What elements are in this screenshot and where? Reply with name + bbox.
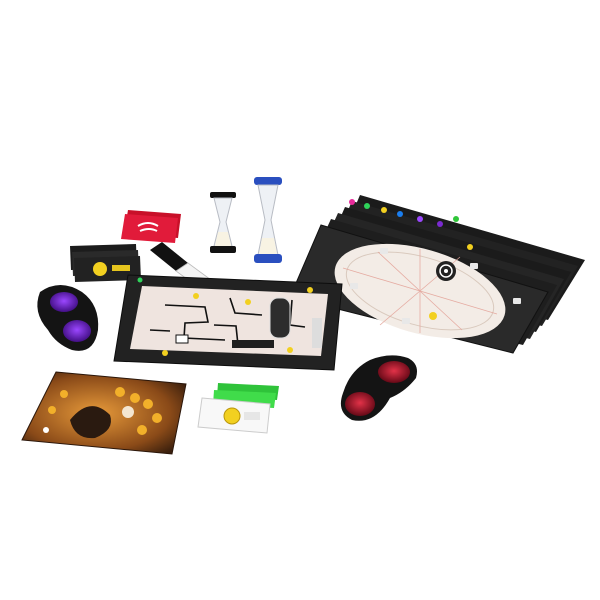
red-cards[interactable] <box>121 210 181 243</box>
goggles-red[interactable] <box>340 355 417 421</box>
box-art-card[interactable] <box>21 371 187 455</box>
goggles-purple[interactable] <box>37 285 99 351</box>
sand-timer-black[interactable] <box>210 192 236 253</box>
game-board[interactable] <box>113 274 343 371</box>
sand-timer-blue[interactable] <box>254 177 282 263</box>
round-boards-stack[interactable] <box>289 195 585 356</box>
green-cards[interactable] <box>197 383 279 434</box>
yellow-token-cards[interactable] <box>70 244 141 282</box>
